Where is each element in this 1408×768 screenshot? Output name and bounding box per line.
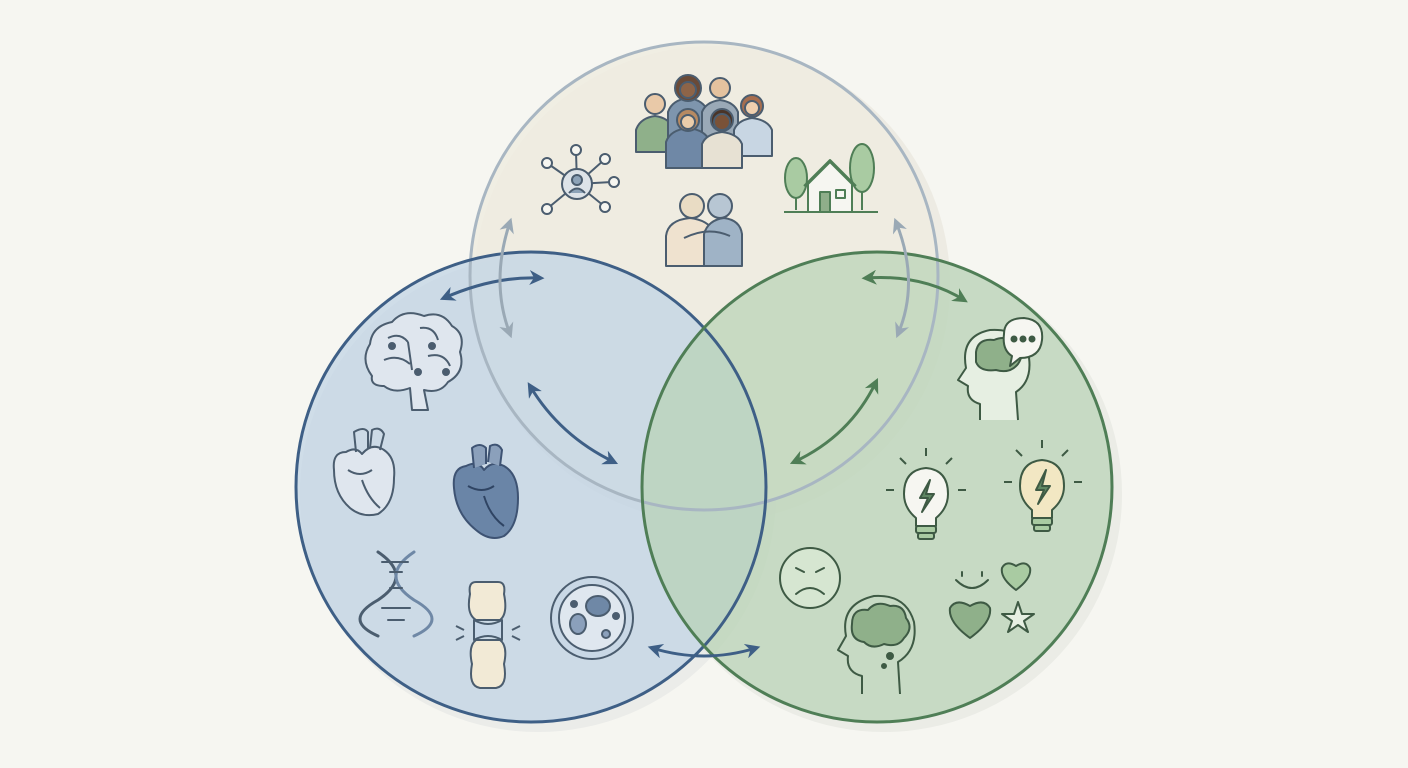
social-network-icon	[541, 144, 620, 215]
arrow-social-vertical-right	[892, 217, 910, 339]
joint-bone-icon	[455, 581, 521, 689]
lightbulb-bolt-icon	[1004, 440, 1082, 532]
biological-circle-outline	[294, 250, 768, 724]
arrow-bio-center	[527, 382, 619, 465]
arrow-bio-social-left	[439, 270, 545, 301]
arrow-social-psych-right	[861, 269, 968, 303]
head-speech-bubble-icon	[957, 317, 1044, 421]
arrow-psych-center	[789, 377, 879, 465]
heart-outline-icon	[332, 427, 396, 517]
head-thought-icon	[837, 594, 916, 695]
brain-circuit-icon	[364, 312, 463, 411]
sad-face-icon	[779, 547, 841, 609]
smile-heart-star-icon	[948, 562, 1035, 639]
lightbulb-idea-icon	[886, 448, 966, 540]
psychological-circle-outline	[640, 250, 1114, 724]
house-trees-icon	[784, 143, 878, 213]
cell-icon	[550, 576, 634, 660]
supportive-embrace-icon	[665, 193, 743, 267]
arrow-social-vertical-left	[498, 217, 514, 339]
dna-icon	[358, 550, 434, 638]
heart-filled-icon	[452, 443, 519, 539]
arrow-bio-psych-bottom	[647, 643, 761, 659]
community-people-icon	[635, 74, 773, 169]
